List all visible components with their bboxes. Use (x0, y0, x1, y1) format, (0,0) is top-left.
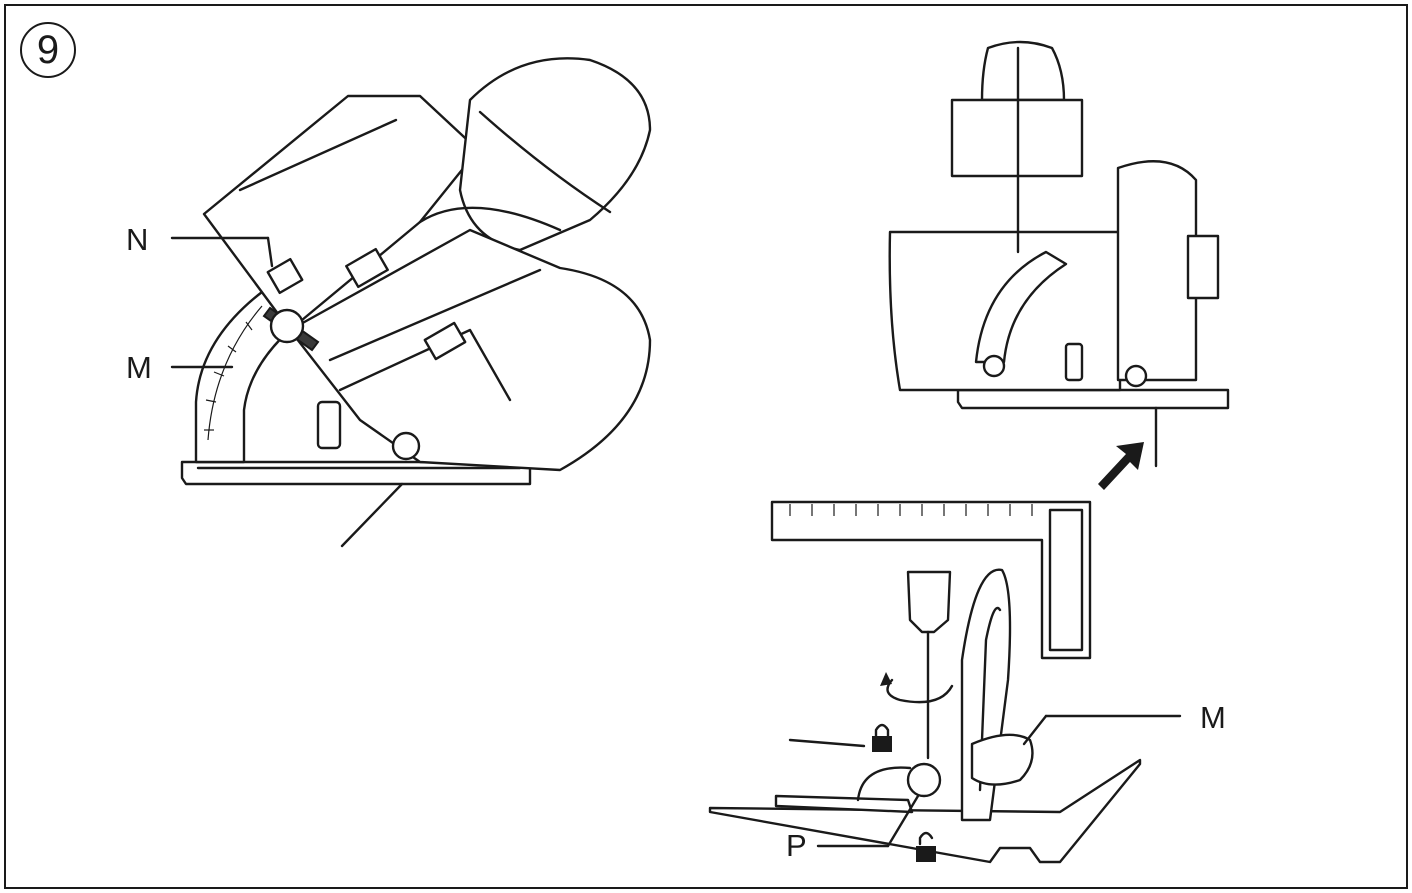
stop-screw-n (266, 257, 304, 295)
unlock-icon (916, 831, 936, 862)
leader-p-d (886, 794, 920, 848)
wrench (774, 794, 914, 814)
tilted-saw (170, 57, 652, 548)
try-square-inner (1048, 508, 1084, 652)
blade-guard (288, 228, 652, 472)
guard-button (345, 247, 389, 289)
adjust-screw-p (906, 762, 942, 798)
adjustment-detail (708, 500, 1182, 864)
upright-pivot-bolt (1124, 364, 1148, 388)
bevel-knob-m (269, 308, 305, 344)
try-square (770, 500, 1092, 660)
label-m-right: M (1200, 700, 1226, 735)
bevel-knob-m-detail (970, 733, 1034, 786)
guard-detail (338, 328, 512, 402)
handle-grip (418, 206, 562, 232)
adjust-base-plate (708, 758, 1142, 864)
upright-bevel-knob (982, 354, 1006, 378)
lock-icon (872, 723, 892, 752)
try-square-ticks (789, 504, 1033, 516)
leader-m-right-d (1022, 714, 1048, 746)
bevel-scale-ticks (204, 321, 253, 431)
housing-seam (238, 118, 398, 192)
label-p: P (786, 828, 807, 863)
upright-blade-guard (1116, 160, 1198, 382)
upright-bevel-scale (974, 250, 1068, 364)
guard-button-2 (423, 321, 467, 361)
screwdriver-handle (906, 570, 952, 634)
pivot-bolt (391, 431, 421, 461)
main-handle (458, 57, 652, 252)
guard-line (328, 268, 542, 362)
saw-blade (340, 482, 404, 548)
upright-depth-knob (1064, 342, 1084, 382)
figure-frame (4, 4, 1408, 889)
leader-n-tail (266, 236, 274, 268)
wrench-rotate-arrow-icon (856, 766, 912, 802)
upright-side-knob (1186, 234, 1220, 300)
direction-arrow-icon (1098, 442, 1144, 490)
depth-knob (316, 400, 342, 450)
figure-number: 9 (36, 27, 60, 72)
reference-line (788, 738, 866, 748)
label-m-left: M (126, 350, 152, 385)
upright-handle-top (980, 40, 1066, 102)
bracket-slot (978, 606, 1002, 792)
figure-number-badge: 9 (20, 22, 76, 78)
handle-line (478, 110, 612, 214)
upright-saw (888, 40, 1230, 468)
rotate-arrow-head-icon (880, 672, 892, 686)
rotate-arrow-icon (886, 678, 954, 704)
label-n: N (126, 222, 149, 257)
upright-base-plate (956, 388, 1230, 410)
